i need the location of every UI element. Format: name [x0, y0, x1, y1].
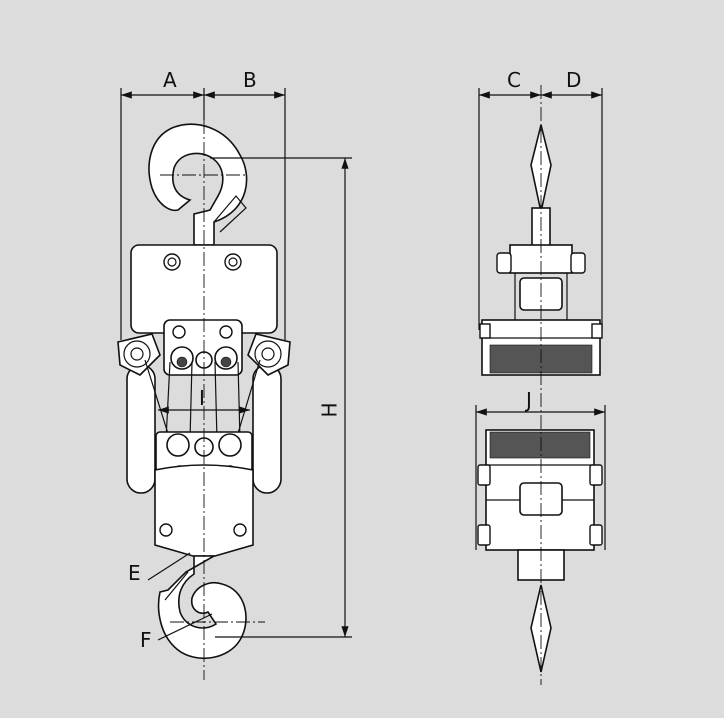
bottom-hook	[157, 555, 247, 659]
top-hook-latch	[213, 195, 247, 233]
nut	[570, 252, 586, 274]
bottom-hook-side	[530, 584, 552, 673]
label-c: C	[507, 68, 521, 92]
bolt	[163, 253, 181, 271]
bolt	[224, 253, 242, 271]
label-a: A	[163, 68, 177, 92]
label-j: J	[526, 388, 532, 412]
label-i: I	[199, 386, 205, 410]
label-d: D	[566, 68, 582, 92]
side-view	[475, 85, 606, 685]
nut	[496, 252, 512, 274]
side-pulley-right	[247, 333, 291, 376]
label-f: F	[140, 628, 152, 652]
top-hook	[148, 123, 248, 246]
bottom-hook-latch	[164, 571, 189, 601]
front-view	[117, 88, 352, 680]
label-h: H	[317, 402, 342, 418]
dimension-e	[147, 552, 191, 581]
label-e: E	[128, 561, 141, 585]
label-b: B	[243, 68, 257, 92]
chain-strands	[144, 359, 261, 441]
chain-bag-left	[126, 364, 156, 494]
chain-pack	[489, 431, 591, 459]
dimension-f	[157, 613, 213, 641]
chain-bag-right	[252, 364, 282, 494]
